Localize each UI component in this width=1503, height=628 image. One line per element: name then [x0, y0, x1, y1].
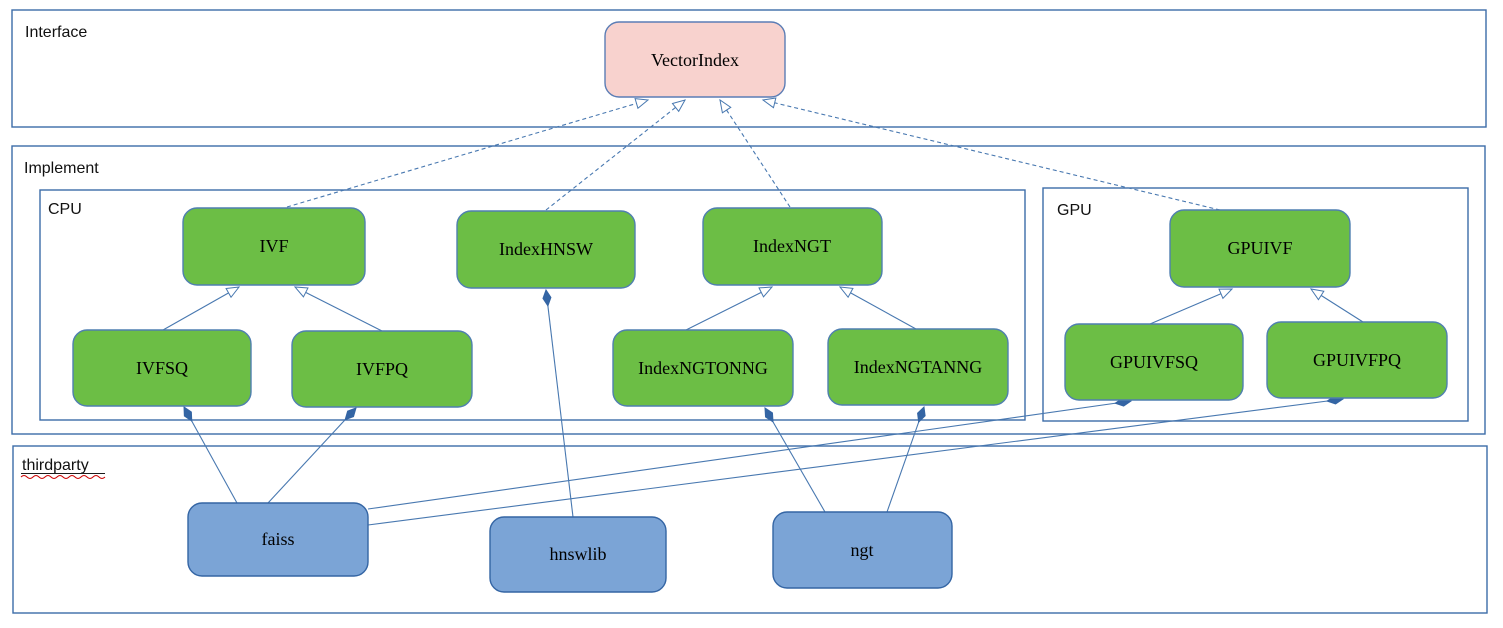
node-gpuivf-label: GPUIVF [1227, 238, 1292, 258]
node-indexngt-box[interactable] [702, 207, 883, 286]
node-gpuivfsq-label: GPUIVFSQ [1110, 352, 1198, 372]
edge-composition-faiss-gpuivfpq [367, 399, 1343, 526]
edge-composition-ngt-indexngtonng [765, 408, 826, 513]
node-ivfpq-box[interactable] [291, 330, 473, 408]
container-thirdparty-label: thirdparty [22, 457, 89, 474]
node-gpuivfpq-box[interactable] [1266, 321, 1448, 399]
node-hnswlib-box[interactable] [489, 516, 667, 593]
node-indexngtonng-label: IndexNGTONNG [638, 358, 768, 378]
edge-composition-faiss-gpuivfsq [367, 401, 1131, 510]
node-gpuivfsq[interactable]: GPUIVFSQ [1064, 323, 1244, 401]
node-ivfsq-label: IVFSQ [136, 358, 188, 378]
node-gpuivf-box[interactable] [1169, 209, 1351, 288]
node-ivf-label: IVF [259, 236, 288, 256]
node-gpuivfpq[interactable]: GPUIVFPQ [1266, 321, 1448, 399]
edge-composition-ngt-indexngtanng [886, 407, 924, 513]
edge-composition-faiss-ivfpq [267, 408, 356, 504]
node-vectorindex-label: VectorIndex [651, 50, 739, 70]
node-ivfsq-box[interactable] [72, 329, 252, 407]
edge-inheritance-ivfsq-ivf [162, 286, 241, 331]
node-indexngtonng-box[interactable] [612, 329, 794, 407]
node-gpuivf[interactable]: GPUIVF [1169, 209, 1351, 288]
container-cpu-label: CPU [48, 201, 82, 218]
node-vectorindex-box[interactable] [604, 21, 786, 98]
node-faiss-label: faiss [262, 529, 295, 549]
node-faiss-box[interactable] [187, 502, 369, 577]
node-indexngt-label: IndexNGT [753, 236, 831, 256]
node-vectorindex[interactable]: VectorIndex [604, 21, 786, 98]
edge-composition-faiss-ivfsq [184, 407, 238, 504]
node-ivfpq-label: IVFPQ [356, 359, 408, 379]
edge-realization-indexhnsw-vectorindex [545, 99, 687, 211]
node-indexngtanng-box[interactable] [827, 328, 1009, 406]
container-implement-label: Implement [24, 160, 99, 177]
node-hnswlib-label: hnswlib [549, 544, 606, 564]
node-ivf-box[interactable] [182, 207, 366, 286]
edge-inheritance-ivfpq-ivf [293, 286, 383, 332]
spellcheck-squiggle [20, 475, 106, 479]
edge-inheritance-gpuivfsq-gpuivf [1149, 288, 1234, 325]
container-gpu-label: GPU [1057, 202, 1092, 219]
node-ivfpq[interactable]: IVFPQ [291, 330, 473, 408]
node-indexngt[interactable]: IndexNGT [702, 207, 883, 286]
node-gpuivfsq-box[interactable] [1064, 323, 1244, 401]
container-interface-label: Interface [25, 24, 87, 41]
node-faiss[interactable]: faiss [187, 502, 369, 577]
node-gpuivfpq-label: GPUIVFPQ [1313, 350, 1401, 370]
node-indexngtanng[interactable]: IndexNGTANNG [827, 328, 1009, 406]
edge-realization-indexngt-vectorindex [719, 98, 791, 208]
node-hnswlib[interactable]: hnswlib [489, 516, 667, 593]
node-indexhnsw-label: IndexHNSW [499, 239, 593, 259]
node-ngt-label: ngt [850, 540, 873, 560]
edge-inheritance-indexngtonng-indexngt [685, 286, 774, 331]
node-ivfsq[interactable]: IVFSQ [72, 329, 252, 407]
node-ngt[interactable]: ngt [772, 511, 953, 589]
node-indexngtonng[interactable]: IndexNGTONNG [612, 329, 794, 407]
node-indexhnsw[interactable]: IndexHNSW [456, 210, 636, 289]
node-ngt-box[interactable] [772, 511, 953, 589]
edge-inheritance-gpuivfpq-gpuivf [1309, 288, 1364, 323]
edge-realization-gpuivf-vectorindex [761, 97, 1221, 211]
edge-composition-hnswlib-indexhnsw [546, 290, 574, 518]
node-indexhnsw-box[interactable] [456, 210, 636, 289]
edge-inheritance-indexngtanng-indexngt [838, 286, 917, 330]
node-ivf[interactable]: IVF [182, 207, 366, 286]
node-indexngtanng-label: IndexNGTANNG [854, 357, 983, 377]
